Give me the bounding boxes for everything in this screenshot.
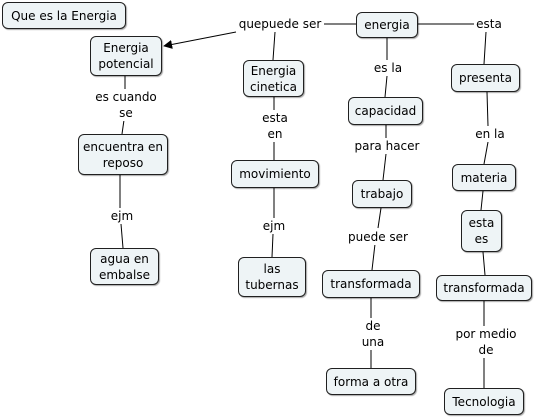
link-ejm-2: ejm: [260, 218, 288, 234]
link-quepuede-ser: quepuede ser: [236, 16, 324, 32]
link-puede-ser: puede ser: [345, 229, 411, 245]
node-encuentra-en-reposo[interactable]: encuentra en reposo: [78, 134, 168, 175]
node-transformada-2[interactable]: transformada: [436, 275, 532, 301]
connector-quepuede-potencial: [163, 31, 237, 49]
node-movimiento[interactable]: movimiento: [231, 160, 319, 188]
node-esta-es[interactable]: esta es: [461, 210, 502, 252]
connector-presenta-enla: [486, 91, 489, 127]
node-las-tubernas[interactable]: las tubernas: [238, 257, 306, 297]
connector-parahacer-trabajo: [382, 153, 387, 181]
connector-enla-materia: [483, 141, 489, 165]
connector-estaes-transformada: [482, 251, 486, 276]
link-ejm-1: ejm: [108, 208, 136, 224]
node-tecnologia[interactable]: Tecnologia: [444, 388, 524, 415]
link-esta: esta: [474, 16, 504, 32]
link-de-una: de una: [358, 318, 388, 350]
connector-quepuede-cinetica: [272, 31, 276, 61]
node-energia-potencial[interactable]: Energia potencial: [90, 36, 162, 76]
node-transformada-1[interactable]: transformada: [322, 270, 420, 298]
title-node[interactable]: Que es la Energia: [2, 2, 126, 29]
link-para-hacer: para hacer: [352, 138, 422, 154]
connector-escuando-reposo: [121, 119, 125, 135]
node-energia[interactable]: energia: [356, 12, 418, 38]
connector-esla-capacidad: [384, 75, 388, 98]
link-esta-en: esta en: [260, 110, 290, 142]
node-capacidad[interactable]: capacidad: [348, 97, 423, 125]
link-es-la: es la: [370, 60, 406, 76]
connector-ejm-agua: [120, 223, 124, 249]
node-presenta[interactable]: presenta: [451, 64, 520, 92]
connector-esta-presenta: [483, 31, 487, 65]
node-agua-en-embalse[interactable]: agua en embalse: [90, 248, 159, 285]
connector-ejm-tubernas: [271, 233, 274, 258]
link-es-cuando-se: es cuando se: [92, 89, 160, 121]
connector-materia-estaes: [480, 190, 484, 211]
node-energia-cinetica[interactable]: Energia cinetica: [243, 60, 304, 97]
node-trabajo[interactable]: trabajo: [352, 180, 412, 208]
connector-puedeser-transformada: [371, 243, 376, 271]
node-forma-a-otra[interactable]: forma a otra: [326, 368, 416, 395]
node-materia[interactable]: materia: [452, 164, 516, 191]
connector-trabajo-puedeser: [377, 207, 382, 229]
link-por-medio-de: por medio de: [452, 326, 520, 358]
link-en-la: en la: [472, 126, 508, 142]
